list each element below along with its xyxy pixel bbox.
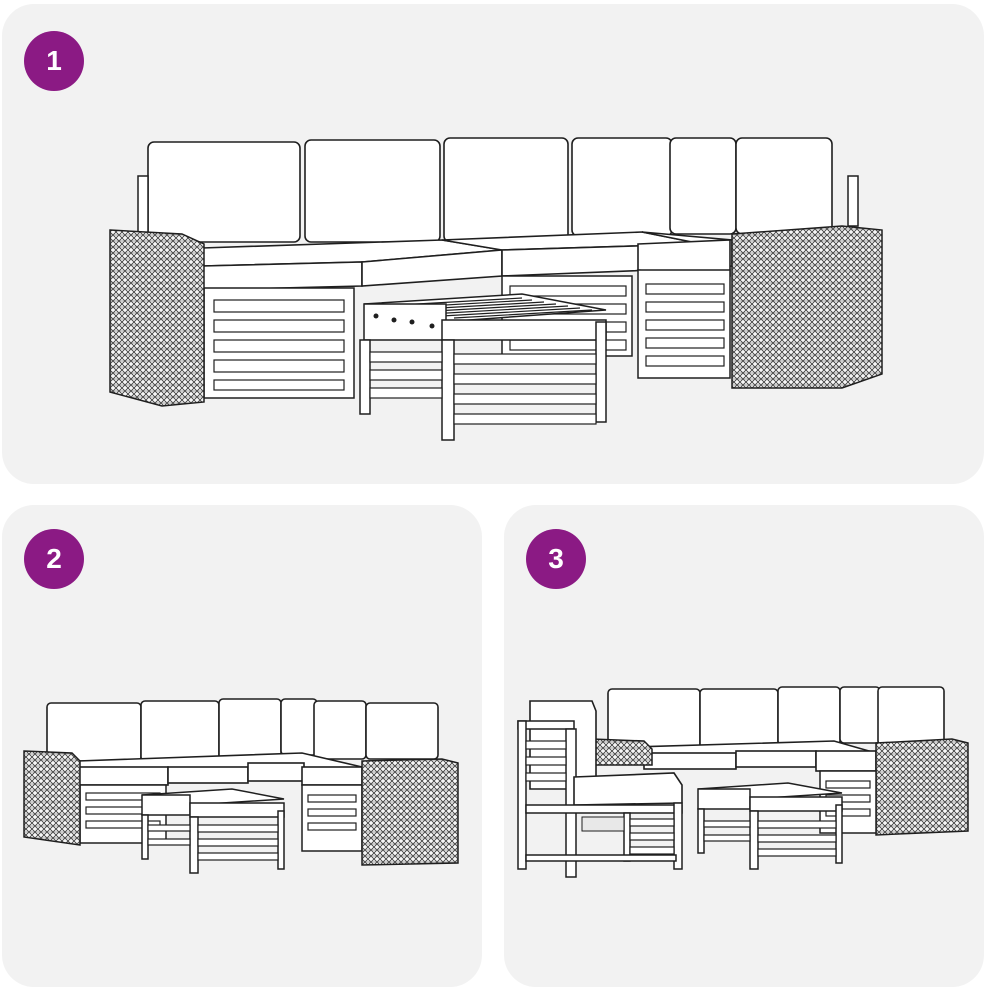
garden-lounge-set-corner-view-icon (109, 137, 883, 441)
step-badge-2: 2 (24, 529, 84, 589)
garden-lounge-set-with-detached-chair-icon (517, 686, 969, 878)
panel-3: 3 (504, 505, 984, 987)
step-badge-1: 1 (24, 31, 84, 91)
panel-1: 1 (2, 4, 984, 484)
garden-lounge-set-smaller-view-icon (23, 698, 459, 874)
panel-2: 2 (2, 505, 482, 987)
step-badge-3: 3 (526, 529, 586, 589)
